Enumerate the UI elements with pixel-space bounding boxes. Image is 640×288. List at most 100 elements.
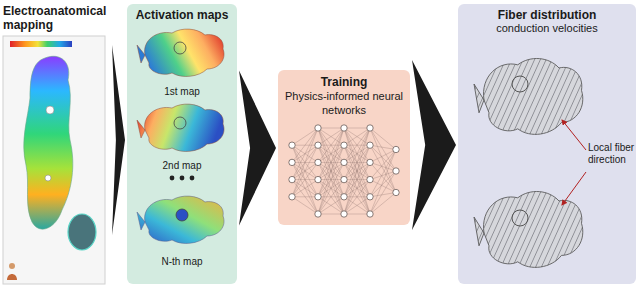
nn-neuron [315, 211, 321, 217]
nn-neuron [367, 211, 373, 217]
nn-weight [344, 162, 370, 214]
nn-weight [344, 197, 370, 214]
nn-weight [344, 162, 370, 196]
chevron-arrow [112, 45, 125, 235]
nn-neuron [341, 159, 347, 165]
neural-network [289, 125, 399, 217]
nn-weight [344, 128, 370, 129]
nn-weight [370, 128, 396, 171]
nn-weight [370, 150, 396, 180]
nn-weight [292, 179, 318, 180]
nn-weight [318, 128, 344, 162]
nn-weight [318, 180, 344, 214]
nn-weight [318, 128, 344, 197]
nn-weight [370, 193, 396, 215]
nn-weight [318, 128, 344, 129]
nn-weight [344, 128, 370, 214]
panel-title: Fiber distribution [458, 4, 636, 22]
nn-weight [292, 180, 318, 197]
nn-weight [370, 150, 396, 215]
nn-neuron [393, 146, 399, 152]
nn-weight [292, 145, 318, 146]
nn-weight [370, 180, 396, 193]
activation-map-hearts [137, 29, 224, 243]
nn-weight [292, 145, 318, 214]
nn-weight [318, 197, 344, 214]
nn-weight [318, 162, 344, 196]
nn-weight [344, 128, 370, 214]
panel-text: conduction velocities [458, 22, 636, 35]
nn-weight [344, 214, 370, 215]
panel-text: 2nd map [127, 160, 237, 172]
nn-weight [292, 145, 318, 197]
nn-weight [318, 145, 344, 179]
nn-weight [292, 162, 318, 196]
process-box: TrainingPhysics-informed neural networks [278, 70, 410, 225]
nn-neuron [341, 125, 347, 131]
nn-weight [318, 162, 344, 214]
nn-neuron [341, 142, 347, 148]
nn-weight [344, 145, 370, 162]
nn-weight [318, 145, 344, 162]
nn-weight [318, 145, 344, 197]
nn-neuron [367, 159, 373, 165]
nn-weight [370, 171, 396, 180]
nn-neuron [289, 176, 295, 182]
nn-weight [344, 128, 370, 197]
nn-weight [370, 162, 396, 192]
nn-weight [292, 162, 318, 179]
nn-weight [318, 145, 344, 162]
nn-weight [344, 128, 370, 162]
nn-weight [370, 145, 396, 149]
chevron-arrow [239, 71, 276, 226]
nn-weight [370, 150, 396, 163]
nn-weight [344, 180, 370, 214]
nn-weight [370, 145, 396, 192]
nn-weight [292, 128, 318, 180]
nn-weight [292, 162, 318, 214]
nn-weight [318, 128, 344, 162]
nn-weight [318, 128, 344, 180]
nn-weight [344, 196, 370, 197]
nn-weight [318, 180, 344, 197]
nn-weight [292, 145, 318, 197]
nn-weight [344, 145, 370, 197]
chevron-arrow [412, 60, 456, 230]
nn-weight [344, 197, 370, 214]
nn-weight [318, 162, 344, 214]
nn-neuron [367, 142, 373, 148]
nn-weight [344, 128, 370, 145]
nn-neuron [341, 176, 347, 182]
panel-title: Activation maps [127, 4, 237, 26]
nn-weight [344, 162, 370, 214]
nn-weight [292, 180, 318, 197]
nn-weight [292, 145, 318, 179]
nn-neuron [289, 142, 295, 148]
nn-weight [344, 162, 370, 179]
nn-weight [344, 162, 370, 196]
nn-weight [344, 128, 370, 197]
nn-weight [318, 214, 344, 215]
nn-weight [292, 145, 318, 162]
nn-weight [344, 180, 370, 214]
panel-text: Physics-informed neural networks [278, 90, 410, 116]
nn-weight [318, 145, 344, 214]
stage-panel: Activation maps1st map2nd mapN-th map [127, 4, 237, 284]
nn-weight [318, 196, 344, 197]
callout-label: Local fiber direction [588, 142, 636, 165]
nn-weight [344, 180, 370, 197]
nn-weight [344, 145, 370, 214]
nn-weight [344, 145, 370, 162]
nn-weight [318, 145, 344, 214]
nn-weight [344, 145, 370, 214]
nn-neuron [315, 159, 321, 165]
nn-weight [370, 128, 396, 193]
nn-weight [292, 162, 318, 196]
nn-weight [318, 162, 344, 179]
nn-weight [370, 193, 396, 197]
nn-weight [344, 145, 370, 179]
